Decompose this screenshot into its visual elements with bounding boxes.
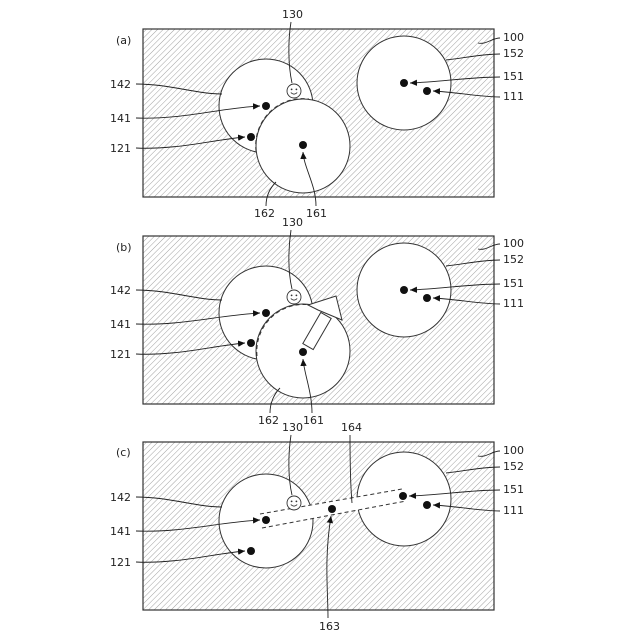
panel-a-current-dot — [262, 102, 270, 110]
panel-c-label-user: 130 — [282, 421, 303, 434]
panel-a-label-target: 111 — [503, 90, 524, 103]
panel-c-current-dot — [262, 516, 270, 524]
panel-a-label-overlap: 162 — [254, 207, 275, 220]
panel-c-label-far-zone: 152 — [503, 460, 524, 473]
panel-a-start-dot — [247, 133, 255, 141]
panel-b-target-dot — [423, 294, 431, 302]
panel-b-start-dot — [247, 339, 255, 347]
panel-a-label-current: 141 — [110, 112, 131, 125]
panel-b-tag: (b) — [116, 241, 132, 254]
panel-c-start-dot — [247, 547, 255, 555]
panel-b-label-moved: 161 — [303, 414, 324, 427]
panel-c-label-frame: 100 — [503, 444, 524, 457]
panel-a-moved-dot — [299, 141, 307, 149]
panel-b-label-user: 130 — [282, 216, 303, 229]
panel-a-label-frame: 100 — [503, 31, 524, 44]
panel-b-label-far-zone: 152 — [503, 253, 524, 266]
panel-c-label-path-point: 163 — [319, 620, 340, 633]
panel-a-smiley-face-icon — [287, 84, 301, 98]
panel-c-path-point-dot — [328, 505, 336, 513]
panel-a-label-user: 130 — [282, 8, 303, 21]
panel-b-label-overlap: 162 — [258, 414, 279, 427]
panel-a-far-point-dot — [400, 79, 408, 87]
panel-b-label-target: 111 — [503, 297, 524, 310]
panel-a-label-moved: 161 — [306, 207, 327, 220]
panel-a: (a) 130 100 152 142 141 121 151 111 162 … — [110, 8, 524, 220]
panel-a-label-far-point: 151 — [503, 70, 524, 83]
panel-b-current-dot — [262, 309, 270, 317]
panel-b-label-far-point: 151 — [503, 277, 524, 290]
panel-c-label-target: 111 — [503, 504, 524, 517]
panel-a-label-start: 121 — [110, 142, 131, 155]
panel-a-label-near-zone: 142 — [110, 78, 131, 91]
panel-a-target-dot — [423, 87, 431, 95]
panel-a-tag: (a) — [116, 34, 131, 47]
panel-b-far-point-dot — [400, 286, 408, 294]
panel-b-smiley-face-icon — [287, 290, 301, 304]
panel-b-label-near-zone: 142 — [110, 284, 131, 297]
panel-b-label-frame: 100 — [503, 237, 524, 250]
panel-c-far-point-dot — [399, 492, 407, 500]
panel-c-target-dot — [423, 501, 431, 509]
panel-b-label-current: 141 — [110, 318, 131, 331]
panel-c-label-near-zone: 142 — [110, 491, 131, 504]
panel-c-tag: (c) — [116, 446, 131, 459]
panel-c-label-start: 121 — [110, 556, 131, 569]
panel-b-label-start: 121 — [110, 348, 131, 361]
panel-c-smiley-face-icon — [287, 496, 301, 510]
panel-c: (c) 130 164 100 152 142 141 121 151 111 … — [110, 421, 524, 633]
panel-c-label-current: 141 — [110, 525, 131, 538]
panel-b: (b) 130 100 152 142 141 121 151 111 162 … — [110, 216, 524, 427]
panel-c-label-path: 164 — [341, 421, 362, 434]
panel-b-moved-dot — [299, 348, 307, 356]
panel-a-label-far-zone: 152 — [503, 47, 524, 60]
panel-c-label-far-point: 151 — [503, 483, 524, 496]
